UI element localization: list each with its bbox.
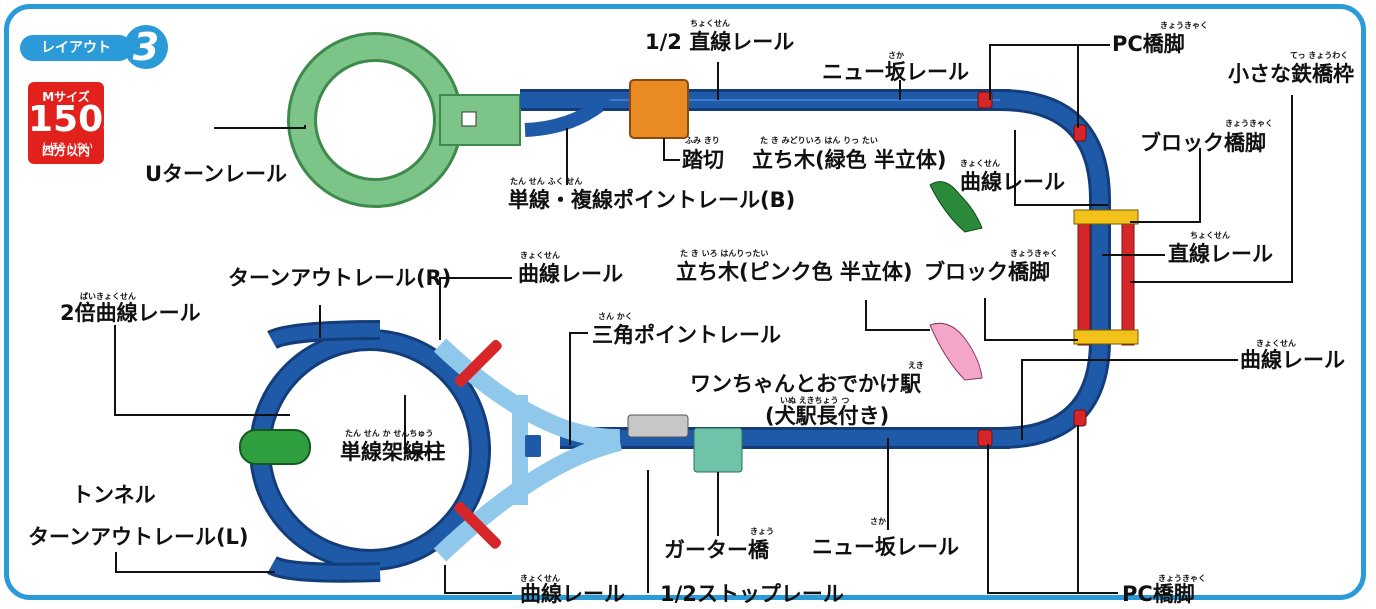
ruby-kyou: きょう [750,527,774,536]
label-block-pier-mid: ブロック橋脚 [924,260,1050,284]
ruby-tetsukyouwaku: てっ きょうわく [1290,51,1349,60]
label-curve-mid: 曲線レール [518,262,623,286]
tunnel-block [239,429,311,465]
layout-badge-number: 3 [124,25,168,69]
diagram-frame [4,4,1366,600]
ruby-chokusen-top: ちょくせん [690,19,730,28]
label-half-stop: 1/2ストップレール [660,582,844,606]
label-turnout-r: ターンアウトレール(R) [228,266,452,290]
label-triangle-point: 三角ポイントレール [592,323,781,347]
ruby-kyoukyaku-top: きょうきゃく [1160,21,1208,30]
girder-block [693,427,743,473]
label-girder-bridge: ガーター橋 [664,538,769,562]
label-double-curve: 2倍曲線レール [60,301,201,325]
pole-top [454,339,502,387]
ruby-tachiki-midori: た き みどりいろ はん りっ たい [760,136,878,145]
ruby-tansen-kasenchuu: たん せん か せんちゅう [345,429,434,438]
ruby-kyoukyaku-2: きょうきゃく [1225,119,1273,128]
ruby-kyoukyaku-4: きょうきゃく [1158,574,1206,583]
ruby-kyokusen-4: きょくせん [520,574,560,583]
label-small-iron-bridge: 小さな鉄橋枠 [1228,62,1354,86]
label-new-slope-bottom: ニュー坂レール [812,535,959,559]
label-station-sub: (犬駅長付き) [765,404,890,428]
layout-badge: レイアウト 3 [20,25,170,71]
station-block [627,414,689,438]
ruby-chokusen-2: ちょくせん [1190,231,1230,240]
label-new-slope-top: ニュー坂レール [822,60,969,84]
ruby-size: しほう いない [42,142,93,151]
ruby-saka-top: さか [888,51,904,60]
label-pc-pier-top: PC橋脚 [1112,32,1185,56]
label-tree-green: 立ち木(緑色 半立体) [752,148,947,172]
u-turn-track [287,32,610,208]
triangle-point-track [433,338,623,562]
ruby-kyoukyaku-3: きょうきゃく [1010,249,1058,258]
pole-bottom [454,501,502,549]
label-tunnel: トンネル [72,483,156,507]
leader-lines [114,44,1293,594]
label-turnout-l: ターンアウトレール(L) [28,525,249,549]
right-loop-track [999,89,1111,449]
size-badge-line3: 四方以内 [41,144,90,158]
ruby-inu-ekichou: いぬ えきちょう つ [780,396,850,405]
label-curve-bottom: 曲線レール [520,582,625,606]
ruby-fumikiri: ふみ きり [685,136,720,145]
label-tree-pink: 立ち木(ピンク色 半立体) [676,260,913,284]
label-u-turn: Uターンレール [145,162,288,186]
ruby-baikyokusen: ばいきょくせん [80,292,136,301]
pink-tree [929,322,983,381]
ruby-kyokusen-1: きょくせん [960,159,1000,168]
ruby-eki: えき [908,361,924,370]
label-straight: 直線レール [1168,242,1273,266]
label-curve-right-bottom: 曲線レール [1240,348,1345,372]
label-pc-pier-bottom: PC橋脚 [1122,582,1195,606]
ruby-sankaku: さん かく [598,312,633,321]
ruby-saka-bottom: さか [870,517,886,526]
layout-badge-text: レイアウト [20,35,132,61]
label-crossing: 踏切 [682,148,724,172]
size-badge-line1: Mサイズ [42,90,90,104]
label-curve-top-right: 曲線レール [960,170,1065,194]
green-tree [929,181,983,233]
size-badge: Mサイズ 150cm 四方以内 [28,82,123,164]
pc-piers [977,91,1087,447]
label-station: ワンちゃんとおでかけ駅 [690,372,921,396]
label-single-double-point: 単線・複線ポイントレール(B) [508,188,796,212]
ruby-kyokusen-2: きょくせん [520,251,560,260]
ruby-tachiki-pink: た き いろ はんりったい [680,249,769,258]
label-block-pier-top: ブロック橋脚 [1140,131,1266,155]
ruby-tansen-fukusen: たん せん ふく せん [510,177,583,186]
crossing-block [629,79,689,139]
size-badge-number: 150cm [28,99,123,140]
iron-bridge [1073,209,1139,346]
ruby-kyokusen-3: きょくせん [1256,339,1296,348]
label-overhead-pole: 単線架線柱 [340,440,445,464]
label-half-straight: 1/2 直線レール [645,30,795,54]
